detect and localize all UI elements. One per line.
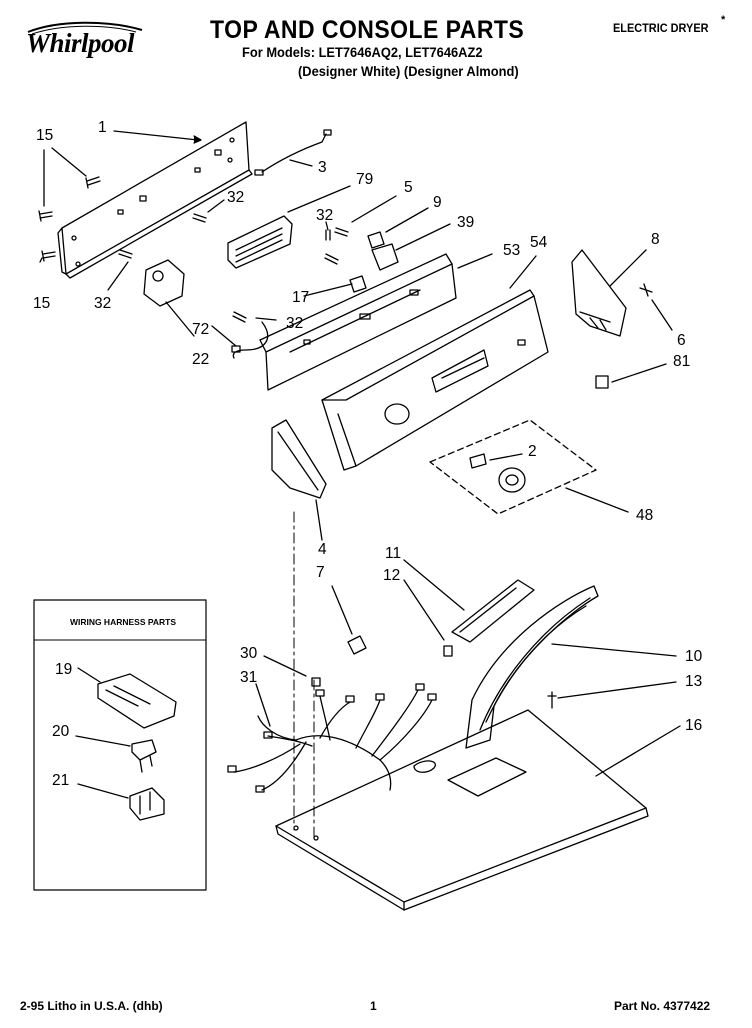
model-numbers: For Models: LET7646AQ2, LET7646AZ2 — [242, 44, 483, 60]
part-81 — [595, 375, 609, 389]
label-1: 1 — [98, 119, 107, 136]
end-cap-4 — [271, 419, 327, 499]
screw-6 — [639, 283, 653, 297]
bracket-39 — [371, 243, 399, 271]
console-support-10 — [465, 585, 599, 749]
footer-part-number: Part No. 4377422 — [614, 999, 711, 1013]
part-7 — [347, 635, 367, 655]
clip-12 — [443, 645, 453, 657]
label-79: 79 — [356, 171, 374, 188]
screw-5 — [334, 227, 349, 237]
screw-32-e — [232, 311, 247, 323]
label-10: 10 — [685, 648, 703, 665]
label-21: 21 — [52, 772, 70, 789]
label-19: 19 — [55, 661, 73, 678]
label-5: 5 — [404, 179, 413, 196]
label-22: 22 — [192, 351, 210, 368]
connector-20 — [75, 735, 157, 773]
label-81: 81 — [673, 353, 691, 370]
label-2: 2 — [528, 443, 537, 460]
label-31: 31 — [240, 669, 258, 686]
clip-30 — [311, 677, 321, 687]
screw-15-mid — [38, 210, 53, 222]
clip-9 — [367, 231, 385, 249]
footer-page-number: 1 — [370, 999, 377, 1013]
inset-title: WIRING HARNESS PARTS — [69, 617, 177, 627]
control-panel-53 — [259, 253, 457, 391]
console-housing-54 — [321, 289, 549, 471]
screw-32-d — [118, 249, 133, 259]
brand-name: Whirlpool — [26, 28, 135, 58]
label-3: 3 — [318, 159, 327, 176]
switch-79 — [227, 215, 293, 269]
label-12: 12 — [383, 567, 401, 584]
label-15-bottom: 15 — [33, 295, 51, 312]
screw-32-b — [325, 229, 331, 241]
screw-15-lower — [41, 250, 56, 262]
screw-13 — [547, 691, 557, 709]
label-32-a: 32 — [227, 189, 245, 206]
label-17: 17 — [292, 289, 310, 306]
part-17 — [349, 275, 367, 293]
label-39: 39 — [457, 214, 475, 231]
whirlpool-logo — [18, 20, 158, 68]
label-9: 9 — [433, 194, 442, 211]
product-type: ELECTRIC DRYER — [613, 23, 709, 35]
page-title: TOP AND CONSOLE PARTS — [210, 16, 525, 44]
timer-22 — [143, 259, 185, 307]
label-32-d: 32 — [286, 315, 304, 332]
label-30: 30 — [240, 645, 258, 662]
label-7: 7 — [316, 564, 325, 581]
alignment-guides — [293, 511, 315, 841]
logo-swoosh-icon — [27, 21, 143, 35]
wiring-harness-inset — [33, 599, 207, 891]
label-15-top: 15 — [36, 127, 54, 144]
label-8: 8 — [651, 231, 660, 248]
dryer-top-16 — [275, 709, 649, 911]
knob-48-area — [429, 419, 597, 515]
end-cap-8 — [571, 249, 627, 337]
label-16: 16 — [685, 717, 703, 734]
rear-console-panel — [57, 121, 253, 279]
label-54: 54 — [530, 234, 548, 251]
label-20: 20 — [52, 723, 70, 740]
screw-32-c — [324, 253, 339, 265]
model-variants: (Designer White) (Designer Almond) — [298, 63, 519, 79]
wire-72 — [231, 321, 269, 359]
cover-11 — [451, 579, 535, 643]
footer-litho: 2-95 Litho in U.S.A. (dhb) — [20, 999, 163, 1013]
label-13: 13 — [685, 673, 703, 690]
label-32-b: 32 — [316, 207, 334, 224]
label-32-c: 32 — [94, 295, 112, 312]
screw-32-a — [192, 213, 207, 223]
label-6: 6 — [677, 332, 686, 349]
label-48: 48 — [636, 507, 654, 524]
connector-21 — [77, 783, 165, 821]
screw-15-upper — [85, 176, 101, 189]
label-4: 4 — [318, 541, 327, 558]
label-53: 53 — [503, 242, 521, 259]
label-11: 11 — [385, 545, 402, 562]
leader-lines — [39, 130, 681, 777]
connector-19 — [77, 667, 177, 729]
wire-jumper-3 — [254, 129, 332, 176]
wiring-harness-31 — [227, 683, 437, 793]
label-72: 72 — [192, 321, 210, 338]
asterisk-mark: * — [721, 14, 726, 26]
